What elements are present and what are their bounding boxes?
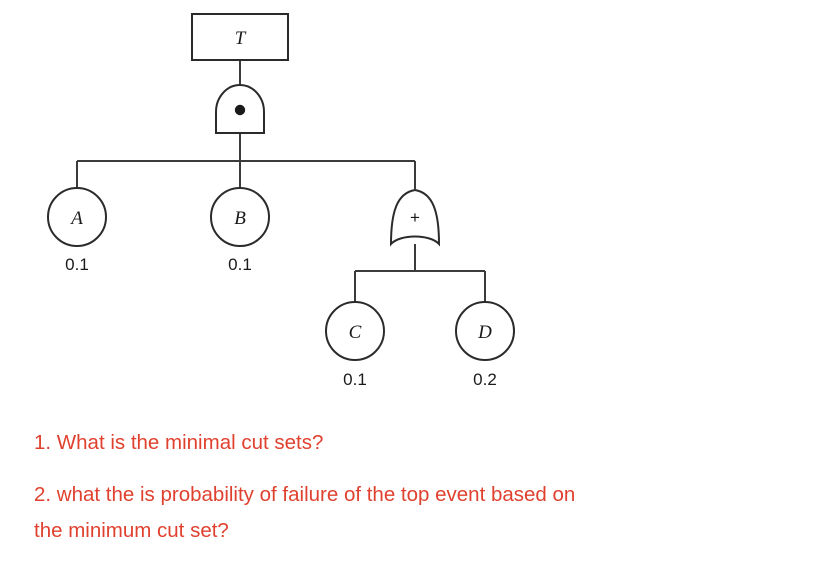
basic-event-b-probability: 0.1 bbox=[228, 255, 252, 274]
basic-event-c[interactable]: C bbox=[325, 301, 385, 361]
basic-event-c-circle bbox=[325, 301, 385, 361]
top-event-box[interactable]: T bbox=[191, 13, 289, 61]
basic-event-a-probability: 0.1 bbox=[65, 255, 89, 274]
basic-event-c-label: C bbox=[349, 322, 362, 343]
basic-event-d-circle bbox=[455, 301, 515, 361]
basic-event-a-circle bbox=[47, 187, 107, 247]
questions-block: 1. What is the minimal cut sets? 2. what… bbox=[34, 425, 774, 565]
and-gate[interactable] bbox=[215, 84, 265, 134]
and-gate-dot-icon bbox=[234, 104, 246, 116]
basic-event-d-label: D bbox=[477, 322, 492, 343]
or-gate-shape bbox=[389, 188, 441, 247]
basic-event-c-probability: 0.1 bbox=[343, 370, 367, 389]
or-gate[interactable]: + bbox=[389, 188, 441, 247]
basic-event-a-label: A bbox=[69, 208, 83, 229]
question-2-line-2: the minimum cut set? bbox=[34, 519, 229, 542]
basic-event-d-probability: 0.2 bbox=[473, 370, 497, 389]
top-event-label: T bbox=[235, 28, 247, 49]
top-event-rect bbox=[191, 13, 289, 61]
fault-tree-diagram: T A 0.1 B 0.1 + C 0.1 D 0.2 bbox=[47, 13, 515, 389]
question-1-line-1: 1. What is the minimal cut sets? bbox=[34, 431, 324, 454]
basic-event-d[interactable]: D bbox=[455, 301, 515, 361]
or-gate-plus-icon: + bbox=[410, 208, 420, 227]
question-2-line-1: 2. what the is probability of failure of… bbox=[34, 483, 576, 506]
question-item-2: 2. what the is probability of failure of… bbox=[34, 477, 774, 549]
basic-event-b-label: B bbox=[234, 208, 246, 229]
basic-event-b[interactable]: B bbox=[210, 187, 270, 247]
question-item-1: 1. What is the minimal cut sets? bbox=[34, 425, 774, 461]
basic-event-b-circle bbox=[210, 187, 270, 247]
basic-event-a[interactable]: A bbox=[47, 187, 107, 247]
